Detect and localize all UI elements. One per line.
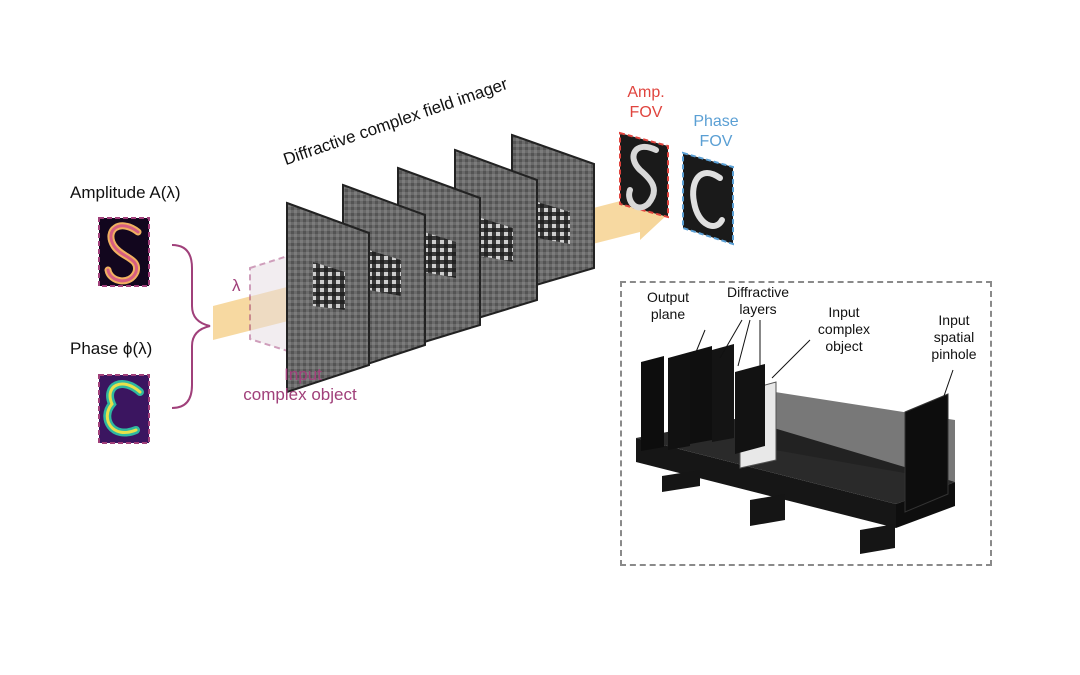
amp-fov-label-line2: FOV bbox=[629, 104, 663, 121]
input-spatial-pinhole-label-line2: spatial bbox=[933, 329, 975, 345]
amp-fov-image bbox=[619, 131, 669, 219]
phase-fov-image bbox=[682, 151, 734, 246]
input-object-label-line1: Input bbox=[284, 365, 322, 384]
amplitude-image bbox=[98, 217, 150, 287]
input-complex-object-label-line3: object bbox=[825, 338, 863, 354]
input-complex-object-label-line2: complex bbox=[817, 321, 871, 337]
phase-label: Phase ϕ(λ) bbox=[70, 339, 153, 358]
output-plane-label-line2: plane bbox=[650, 306, 686, 322]
diffractive-layer-1 bbox=[286, 201, 370, 394]
amp-fov-label-line1: Amp. bbox=[627, 84, 665, 101]
phase-fov-label-line2: FOV bbox=[699, 133, 733, 150]
brace bbox=[171, 244, 211, 409]
hardware-photo bbox=[636, 344, 955, 554]
output-plane-label-line1: Output bbox=[646, 289, 690, 305]
input-spatial-pinhole-label-line3: pinhole bbox=[931, 346, 977, 362]
diffractive-layers-label-line1: Diffractive bbox=[727, 284, 789, 300]
phase-fov-label-line1: Phase bbox=[693, 113, 739, 130]
lambda-label: λ bbox=[232, 276, 241, 295]
amplitude-label: Amplitude A(λ) bbox=[70, 183, 181, 202]
input-complex-object-label-line1: Input bbox=[828, 304, 860, 320]
input-object-label-line2: complex object bbox=[243, 385, 357, 404]
hardware-photo-frame bbox=[620, 281, 992, 566]
phase-image bbox=[98, 374, 150, 444]
diffractive-layers-label-line2: layers bbox=[739, 301, 777, 317]
input-spatial-pinhole-label-line1: Input bbox=[938, 312, 970, 328]
